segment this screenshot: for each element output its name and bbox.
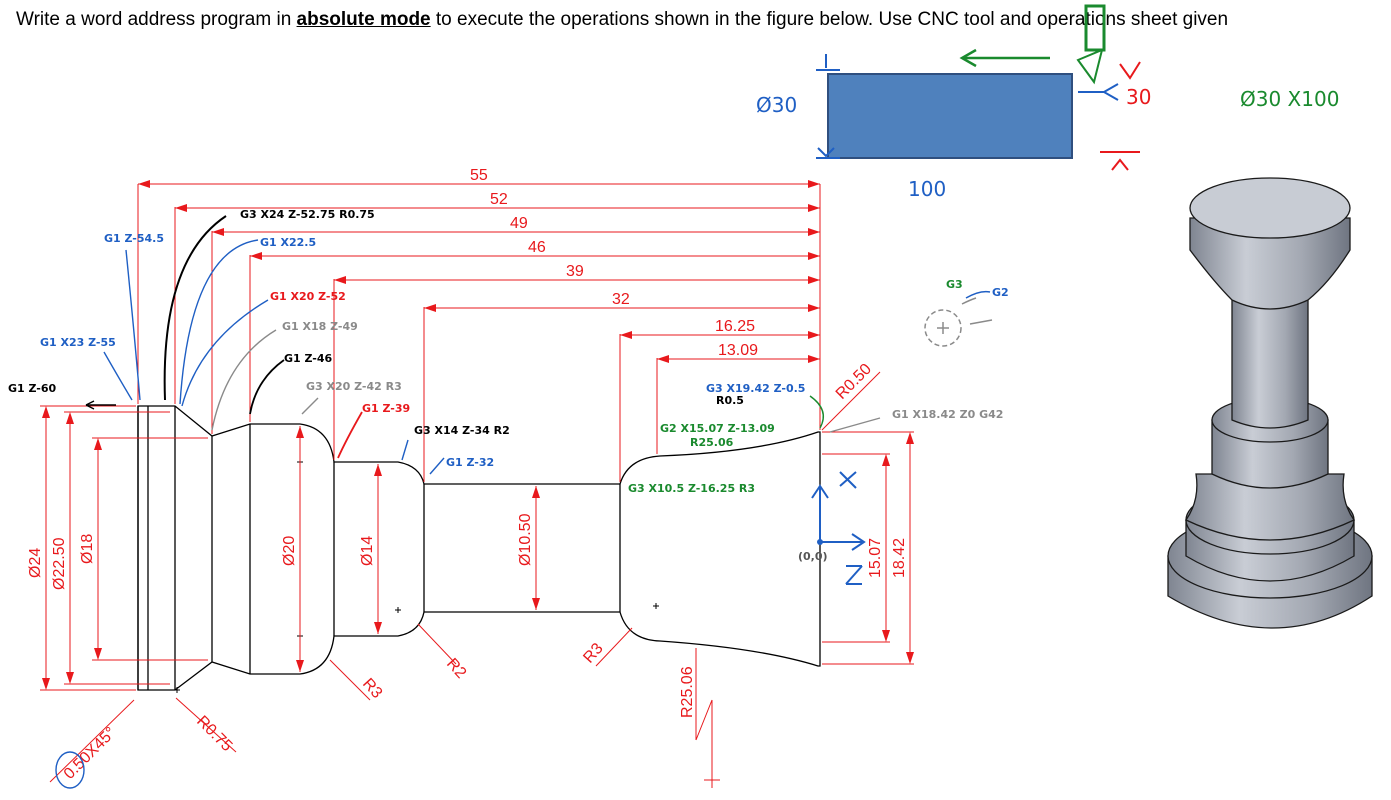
note-g3-x14-z-34: G3 X14 Z-34 R2: [414, 424, 510, 437]
dim-55: 55: [470, 167, 488, 184]
dim-16-25: 16.25: [715, 318, 755, 335]
note-g3-x20-z-42: G3 X20 Z-42 R3: [306, 380, 402, 393]
dim-46: 46: [528, 239, 546, 256]
note-g3-x24: G3 X24 Z-52.75 R0.75: [240, 208, 375, 221]
dim-52: 52: [490, 191, 508, 208]
dim-18-42: 18.42: [891, 538, 908, 578]
question-keyword: absolute mode: [296, 9, 431, 30]
question-text: Write a word address program in absolute…: [16, 6, 1386, 34]
note-g2-x15-07: G2 X15.07 Z-13.09: [660, 422, 775, 435]
note-g1-x20-z-52: G1 X20 Z-52: [270, 290, 346, 303]
stock-dia-label: Ø30: [756, 93, 797, 117]
dim-dia-14: Ø14: [359, 536, 376, 566]
dim-dia-22-50: Ø22.50: [51, 537, 68, 590]
note-g1-z-39: G1 Z-39: [362, 402, 410, 415]
note-g3-x19-42: G3 X19.42 Z-0.5: [706, 382, 805, 395]
origin-axes: [811, 471, 866, 585]
note-r25-06: R25.06: [690, 436, 734, 449]
dim-dia-10-50: Ø10.50: [517, 513, 534, 566]
stock-length-label: 100: [908, 177, 946, 201]
origin-label: (0,0): [798, 550, 828, 563]
stock-spec-label: Ø30 X100: [1240, 87, 1339, 111]
dim-32: 32: [612, 291, 630, 308]
radius-r0-50: R0.50: [833, 361, 875, 403]
g2-g3-sketch: [924, 290, 993, 347]
vertical-dimensions: [40, 405, 914, 691]
radius-r25-06: R25.06: [679, 666, 696, 718]
g2-label: G2: [992, 286, 1009, 299]
radius-r3-b: R3: [580, 640, 606, 667]
annotation-leaders: [85, 215, 881, 475]
radius-leaders: [49, 371, 881, 788]
note-g1-x23-z-55: G1 X23 Z-55: [40, 336, 116, 349]
origin-point: [817, 539, 823, 545]
horizontal-dimensions: [137, 183, 821, 482]
stock-sketch: [816, 4, 1141, 171]
radius-r0-75: R0.75: [193, 713, 235, 755]
question-prefix: Write a word address program in: [16, 9, 297, 30]
note-r0-5: R0.5: [716, 394, 744, 407]
dim-dia-18: Ø18: [79, 534, 96, 564]
question-suffix: to execute the operations shown in the f…: [430, 9, 1229, 30]
note-g1-z-46: G1 Z-46: [284, 352, 333, 365]
note-g1-x18-z-49: G1 X18 Z-49: [282, 320, 358, 333]
radius-r2: R2: [443, 655, 469, 682]
dim-39: 39: [566, 263, 584, 280]
note-g1-z-60: G1 Z-60: [8, 382, 57, 395]
dim-49: 49: [510, 215, 528, 232]
chamfer-label: 0.50X45°: [61, 724, 120, 783]
dim-dia-24: Ø24: [27, 548, 44, 578]
note-g1-x18-42-z0-g42: G1 X18.42 Z0 G42: [892, 408, 1003, 421]
dim-15-07: 15.07: [867, 538, 884, 578]
dim-dia-20: Ø20: [281, 536, 298, 566]
dimension-arrowheads: [138, 180, 820, 363]
chamfer-circle-mark: [55, 751, 85, 789]
note-g1-z-32: G1 Z-32: [446, 456, 494, 469]
note-g1-x22-5: G1 X22.5: [260, 236, 316, 249]
g3-label: G3: [946, 278, 963, 291]
dim-13-09: 13.09: [718, 342, 758, 359]
stock-face-label: 30: [1126, 85, 1151, 109]
note-g3-x10-5: G3 X10.5 Z-16.25 R3: [628, 482, 755, 495]
vertical-arrowheads: [42, 406, 914, 690]
radius-r3-a: R3: [359, 675, 385, 702]
note-g1-z-54-5: G1 Z-54.5: [104, 232, 164, 245]
part-3d-render: [1167, 177, 1373, 629]
part-profile: [137, 405, 821, 691]
